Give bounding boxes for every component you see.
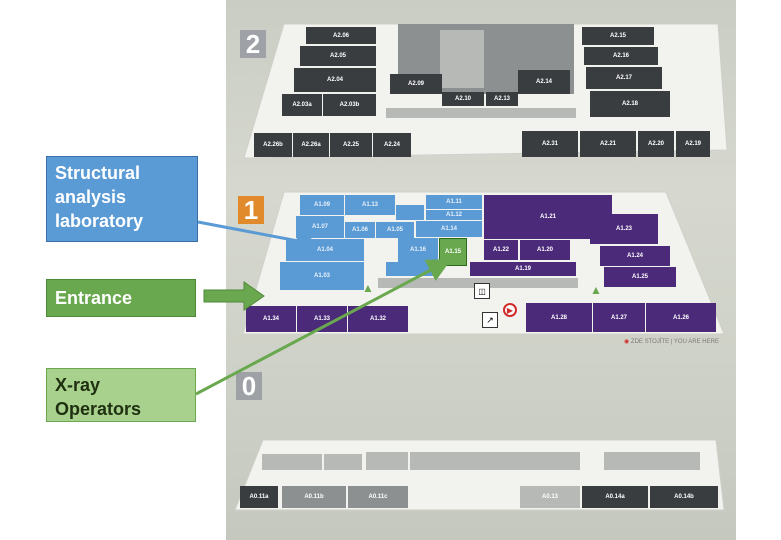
room[interactable]: A2.06 xyxy=(306,27,376,44)
room[interactable]: A2.17 xyxy=(586,67,662,89)
room[interactable]: A0.11a xyxy=(240,486,278,508)
room[interactable]: A2.24 xyxy=(373,133,411,157)
room[interactable]: A1.16 xyxy=(398,238,438,262)
callout-xray-operators: X-ray Operators xyxy=(46,368,196,422)
room[interactable]: A2.20 xyxy=(638,131,674,157)
room[interactable]: A2.25 xyxy=(330,133,372,157)
lab-arrow xyxy=(197,220,320,253)
you-are-here-legend-icon: ◉ xyxy=(624,339,630,345)
room[interactable]: A1.14 xyxy=(416,221,482,237)
room[interactable]: A0.13 xyxy=(520,486,580,508)
room[interactable]: A0.14a xyxy=(582,486,648,508)
room[interactable]: A1.32 xyxy=(348,306,408,332)
room[interactable]: A1.09 xyxy=(300,195,344,215)
callout-structural-lab: Structural analysis laboratory xyxy=(46,156,198,242)
room[interactable]: A2.18 xyxy=(590,91,670,117)
room-unlabeled xyxy=(366,452,408,470)
room[interactable]: A2.09 xyxy=(390,74,442,94)
room[interactable]: A0.11c xyxy=(348,486,408,508)
room[interactable]: A2.26b xyxy=(254,133,292,157)
callout-entrance: Entrance xyxy=(46,279,196,317)
room[interactable]: A1.23 xyxy=(590,214,658,244)
room[interactable]: A2.16 xyxy=(584,47,658,65)
room[interactable]: A1.11 xyxy=(426,195,482,209)
floor-number-1: 1 xyxy=(238,195,264,225)
xray-arrow xyxy=(195,259,452,396)
floor-number-2: 2 xyxy=(240,29,266,59)
room[interactable]: A2.04 xyxy=(294,68,376,92)
room[interactable]: A1.06 xyxy=(345,222,375,238)
room[interactable]: A1.24 xyxy=(600,246,670,266)
warning-triangle-icon: ▲ xyxy=(362,281,374,295)
room[interactable]: A1.26 xyxy=(646,303,716,332)
room[interactable]: A1.12 xyxy=(426,210,482,220)
stairs-icon: ↗ xyxy=(482,312,498,328)
room-unlabeled xyxy=(410,462,580,470)
room[interactable]: A1.25 xyxy=(604,267,676,287)
room[interactable]: A1.05 xyxy=(376,222,414,238)
room-unlabeled xyxy=(324,454,362,470)
room[interactable]: A2.21 xyxy=(580,131,636,157)
room-unlabeled xyxy=(396,205,424,220)
room[interactable]: A1.13 xyxy=(345,195,395,215)
you-are-here-icon: ▶ xyxy=(503,303,517,317)
room[interactable]: A1.20 xyxy=(520,240,570,260)
you-are-here-legend-text: ZDE STOJÍTE | YOU ARE HERE xyxy=(630,339,719,345)
corridor xyxy=(386,108,576,118)
warning-triangle-icon: ▲ xyxy=(590,283,602,297)
room[interactable]: A2.14 xyxy=(518,70,570,94)
room[interactable]: A2.03b xyxy=(323,94,376,116)
room-unlabeled xyxy=(262,454,322,470)
room[interactable]: A2.10 xyxy=(442,92,484,106)
room[interactable]: A2.31 xyxy=(522,131,578,157)
room[interactable]: A0.11b xyxy=(282,486,346,508)
room[interactable]: A1.28 xyxy=(526,303,592,332)
elevator-icon: ◫ xyxy=(474,283,490,299)
room[interactable]: A2.15 xyxy=(582,27,654,45)
room[interactable]: A2.26a xyxy=(293,133,329,157)
entrance-arrow xyxy=(203,281,265,311)
room-unlabeled xyxy=(410,452,580,462)
room-unlabeled xyxy=(604,452,700,470)
room[interactable]: A1.34 xyxy=(246,306,296,332)
room[interactable]: A0.14b xyxy=(650,486,718,508)
floor-number-0: 0 xyxy=(236,371,262,401)
room[interactable]: A2.03a xyxy=(282,94,322,116)
room[interactable]: A2.13 xyxy=(486,92,518,106)
room-unlabeled xyxy=(440,30,484,88)
room[interactable]: A2.05 xyxy=(300,46,376,66)
you-are-here-legend: ◉ ZDE STOJÍTE | YOU ARE HERE xyxy=(624,338,719,345)
room[interactable]: A1.27 xyxy=(593,303,645,332)
room[interactable]: A1.19 xyxy=(470,262,576,276)
room[interactable]: A1.03 xyxy=(280,262,364,290)
room[interactable]: A1.22 xyxy=(484,240,518,260)
room[interactable]: A2.19 xyxy=(676,131,710,157)
